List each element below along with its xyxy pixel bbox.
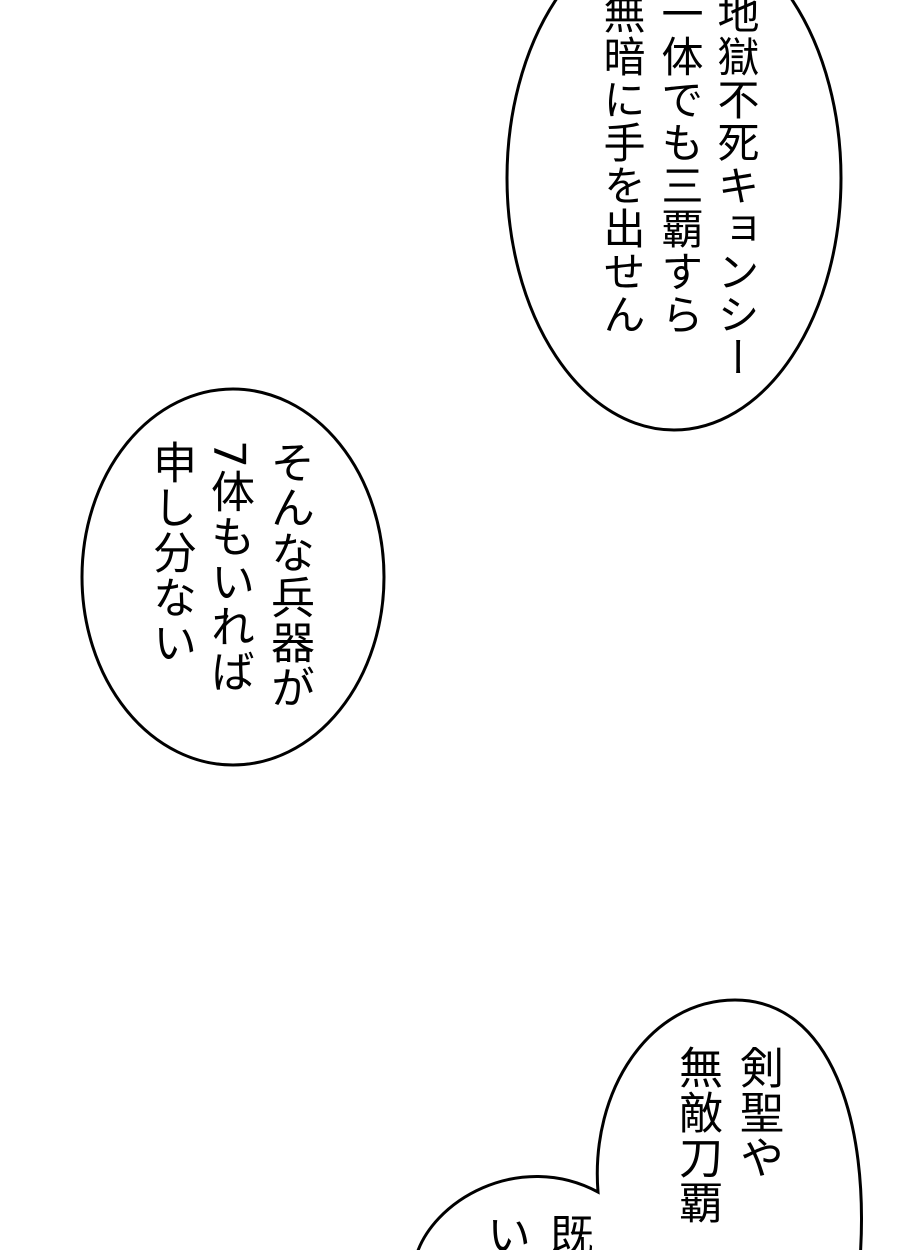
bubble-2-line-2: 7体もいれば [203, 440, 254, 694]
speech-bubble-1 [505, 0, 843, 432]
bubble-3-line-1: 剣聖や [732, 1045, 783, 1180]
bubble-3-line-3: 既 [542, 1212, 593, 1250]
speech-bubble-2 [80, 387, 386, 767]
bubble-3-line-2: 無敵刀覇 [671, 1045, 722, 1225]
bubble-1-line-1: 地獄不死キョンシー [711, 0, 760, 379]
bubble-1-line-3: 無暗に手を出せん [597, 0, 646, 336]
speech-bubble-3 [416, 998, 863, 1250]
bubble-2-line-3: 申し分ない [145, 440, 196, 665]
bubble-3-line-4: い [479, 1212, 530, 1250]
bubble-1-line-2: 一体でも三覇すら [655, 0, 704, 336]
bubble-2-line-1: そんな兵器が [263, 440, 314, 710]
